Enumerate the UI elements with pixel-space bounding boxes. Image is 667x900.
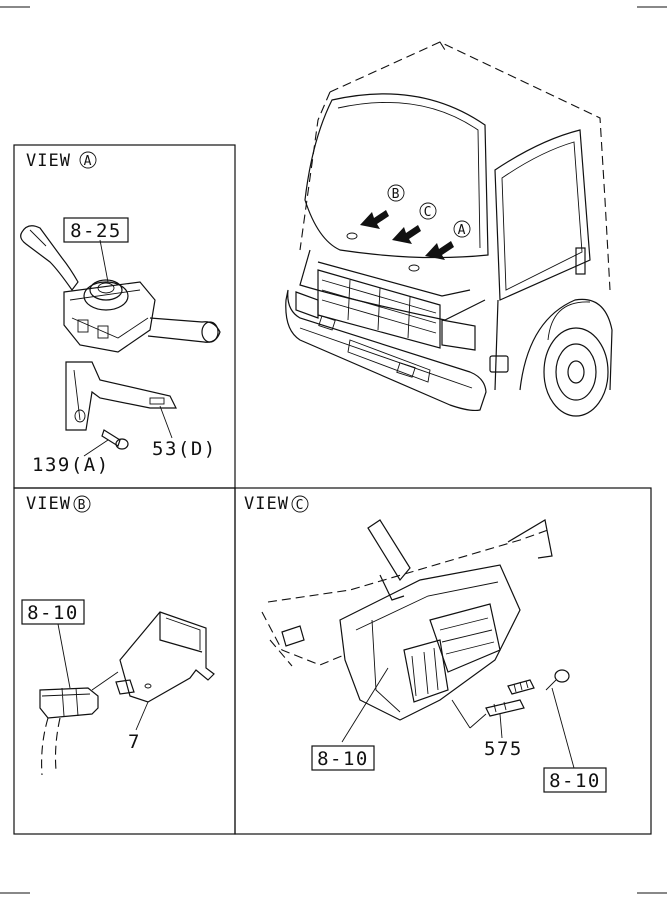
view-c-marker: C: [296, 498, 305, 513]
crop-marks: [0, 6, 667, 894]
truck-marker-a: A: [458, 223, 467, 238]
callout-b-8-10-box: [21, 599, 85, 625]
callout-c-8-10-left: 8-10: [317, 748, 369, 770]
combination-switch-drawing: [20, 225, 221, 457]
view-c-panel: [234, 487, 652, 835]
truck-marker-a-circle: [453, 220, 471, 238]
instrument-panel-drawing: [261, 519, 575, 769]
callout-c-8-10-left-box: [311, 745, 375, 771]
truck-marker-b: B: [392, 187, 401, 202]
callout-53d: 53(D): [152, 438, 217, 460]
callout-139a: 139(A): [32, 454, 110, 476]
callout-7: 7: [128, 731, 141, 753]
truck-cab-illustration: B C A: [285, 41, 613, 417]
truck-marker-c: C: [424, 205, 433, 220]
view-c-title: VIEW: [244, 494, 289, 514]
view-a-title: VIEW: [26, 151, 71, 171]
view-b-marker: B: [78, 498, 87, 513]
view-c-marker-circle: [291, 495, 309, 513]
view-a-marker: A: [84, 154, 93, 169]
view-b-panel: [13, 487, 236, 835]
view-b-title: VIEW: [26, 494, 71, 514]
callout-8-25: 8-25: [70, 220, 122, 242]
view-c-arrow: [392, 225, 421, 244]
callout-575: 575: [484, 738, 523, 760]
truck-marker-c-circle: [419, 202, 437, 220]
view-b-marker-circle: [73, 495, 91, 513]
truck-marker-b-circle: [387, 184, 405, 202]
connector-bracket-drawing: [39, 611, 215, 776]
callout-8-25-box: [63, 217, 129, 243]
callout-c-8-10-right: 8-10: [549, 770, 601, 792]
view-a-arrow: [425, 241, 454, 260]
view-b-arrow: [360, 210, 389, 229]
callout-b-8-10: 8-10: [27, 602, 79, 624]
view-a-panel: [13, 144, 236, 489]
callout-c-8-10-right-box: [543, 767, 607, 793]
view-a-marker-circle: [79, 151, 97, 169]
